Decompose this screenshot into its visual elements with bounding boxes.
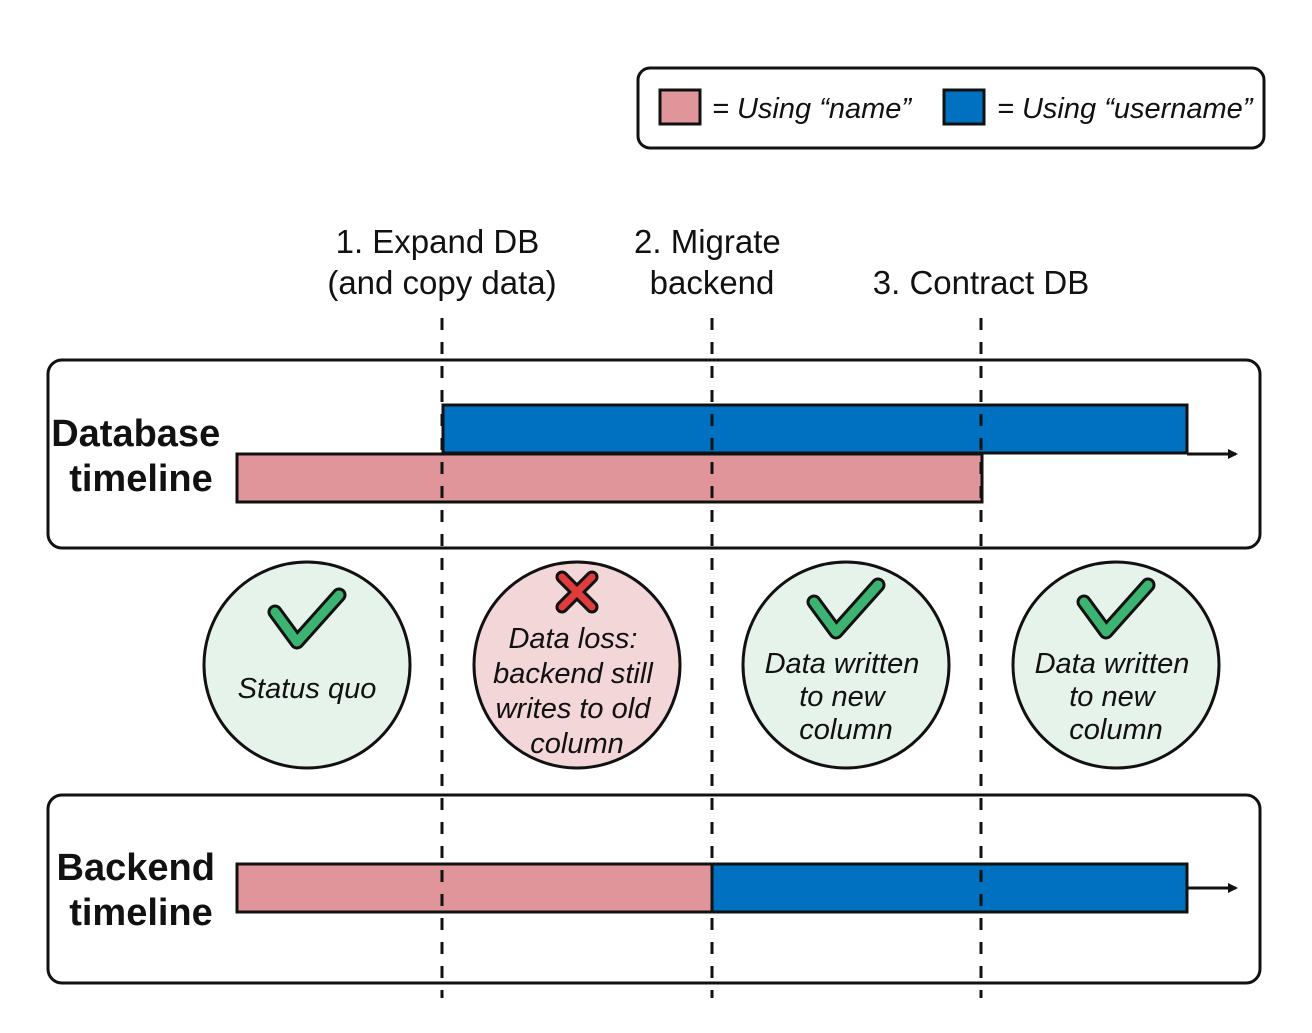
check-icon-fill <box>1079 580 1153 637</box>
legend: = Using “name” = Using “username” <box>636 66 1266 150</box>
legend-old-swatch <box>658 88 702 126</box>
step-3-label: 3. Contract DB <box>873 264 1089 301</box>
phase-3-text: Data written to new column <box>765 648 928 746</box>
phase-3: Data written to new column <box>741 560 951 770</box>
phase-2-text: Data loss: backend still writes to old c… <box>493 623 661 760</box>
step-1-label: 1. Expand DB (and copy data) <box>327 223 556 301</box>
phase-2: Data loss: backend still writes to old c… <box>472 560 682 770</box>
database-old-column-bar <box>235 452 984 504</box>
phase-1: Status quo <box>202 560 412 770</box>
legend-new-label: = Using “username” <box>997 93 1254 125</box>
check-icon-fill <box>270 590 344 647</box>
cross-icon <box>555 570 599 614</box>
phase-3-circle <box>741 560 951 770</box>
legend-new-swatch <box>942 88 986 126</box>
step-2-label: 2. Migrate backend <box>634 223 790 301</box>
database-timeline-panel: Database timeline <box>46 358 1262 550</box>
phase-2-circle <box>472 560 682 770</box>
database-timeline-label: Database timeline <box>51 413 231 500</box>
phase-4-circle <box>1011 560 1221 770</box>
step-divider-lines <box>440 318 983 998</box>
database-new-column-bar <box>441 403 1189 455</box>
check-icon-fill <box>809 580 883 637</box>
phase-1-text: Status quo <box>238 673 377 705</box>
backend-old-column-bar <box>235 862 714 914</box>
phase-4-text: Data written to new column <box>1035 648 1198 746</box>
phase-1-circle <box>202 560 412 770</box>
step-labels: 1. Expand DB (and copy data) 2. Migrate … <box>327 223 1089 301</box>
backend-new-column-bar <box>710 862 1189 914</box>
legend-old-label: = Using “name” <box>712 93 912 125</box>
backend-timeline-label: Backend timeline <box>57 847 226 934</box>
backend-timeline-panel: Backend timeline <box>46 793 1262 985</box>
phase-4: Data written to new column <box>1011 560 1221 770</box>
